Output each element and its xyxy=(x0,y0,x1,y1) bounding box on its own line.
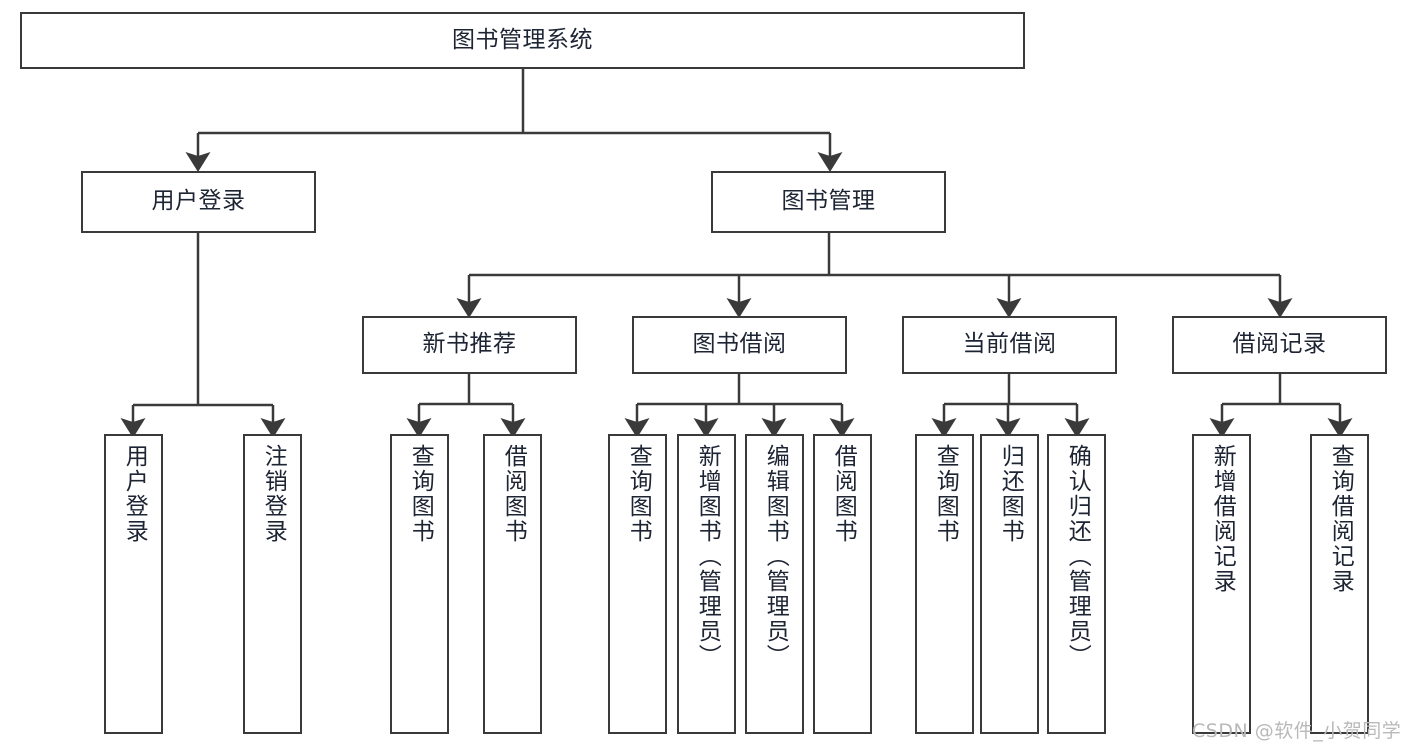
node-leaf-confirm-return[interactable]: 确认归还（管理员） xyxy=(1047,434,1106,734)
node-leaf-query-book-2[interactable]: 查询图书 xyxy=(608,434,667,734)
node-leaf-edit-book-label: 编辑图书（管理员） xyxy=(762,444,789,669)
node-leaf-query-book-1-label: 查询图书 xyxy=(407,444,434,544)
node-leaf-confirm-return-label: 确认归还（管理员） xyxy=(1064,444,1091,669)
node-leaf-user-login-label: 用户登录 xyxy=(121,444,148,544)
node-leaf-add-book-label: 新增图书（管理员） xyxy=(694,444,721,669)
node-borrow-record-label: 借阅记录 xyxy=(1232,331,1327,358)
node-leaf-borrow-book-1-label: 借阅图书 xyxy=(500,444,527,544)
node-leaf-return-book[interactable]: 归还图书 xyxy=(980,434,1039,734)
node-leaf-add-record[interactable]: 新增借阅记录 xyxy=(1192,434,1251,734)
node-user-login[interactable]: 用户登录 xyxy=(81,171,316,233)
node-root[interactable]: 图书管理系统 xyxy=(20,12,1025,69)
node-leaf-user-login[interactable]: 用户登录 xyxy=(104,434,163,734)
node-new-book-recommend[interactable]: 新书推荐 xyxy=(362,316,577,374)
node-leaf-add-record-label: 新增借阅记录 xyxy=(1209,444,1236,594)
node-leaf-logout-label: 注销登录 xyxy=(260,444,287,544)
node-leaf-query-record-label: 查询借阅记录 xyxy=(1327,444,1354,594)
node-leaf-query-book-1[interactable]: 查询图书 xyxy=(390,434,449,734)
node-leaf-query-book-3-label: 查询图书 xyxy=(932,444,959,544)
node-leaf-query-book-3[interactable]: 查询图书 xyxy=(915,434,974,734)
node-leaf-borrow-book-1[interactable]: 借阅图书 xyxy=(483,434,542,734)
node-borrow-record[interactable]: 借阅记录 xyxy=(1172,316,1387,374)
node-leaf-query-book-2-label: 查询图书 xyxy=(625,444,652,544)
node-leaf-logout[interactable]: 注销登录 xyxy=(243,434,302,734)
node-leaf-return-book-label: 归还图书 xyxy=(997,444,1024,544)
node-book-borrow-label: 图书借阅 xyxy=(692,331,787,358)
node-leaf-borrow-book-2[interactable]: 借阅图书 xyxy=(813,434,872,734)
node-leaf-edit-book[interactable]: 编辑图书（管理员） xyxy=(745,434,804,734)
node-root-label: 图书管理系统 xyxy=(452,26,593,53)
node-leaf-add-book[interactable]: 新增图书（管理员） xyxy=(677,434,736,734)
node-book-borrow[interactable]: 图书借阅 xyxy=(632,316,847,374)
node-leaf-query-record[interactable]: 查询借阅记录 xyxy=(1310,434,1369,734)
node-current-borrow[interactable]: 当前借阅 xyxy=(902,316,1117,374)
node-user-login-label: 用户登录 xyxy=(151,188,246,215)
csdn-watermark: CSDN @软件_小贺同学 xyxy=(1192,720,1402,742)
node-book-manage-label: 图书管理 xyxy=(781,188,876,215)
node-leaf-borrow-book-2-label: 借阅图书 xyxy=(830,444,857,544)
node-new-book-recommend-label: 新书推荐 xyxy=(422,331,517,358)
node-current-borrow-label: 当前借阅 xyxy=(962,331,1057,358)
node-book-manage[interactable]: 图书管理 xyxy=(711,171,946,233)
